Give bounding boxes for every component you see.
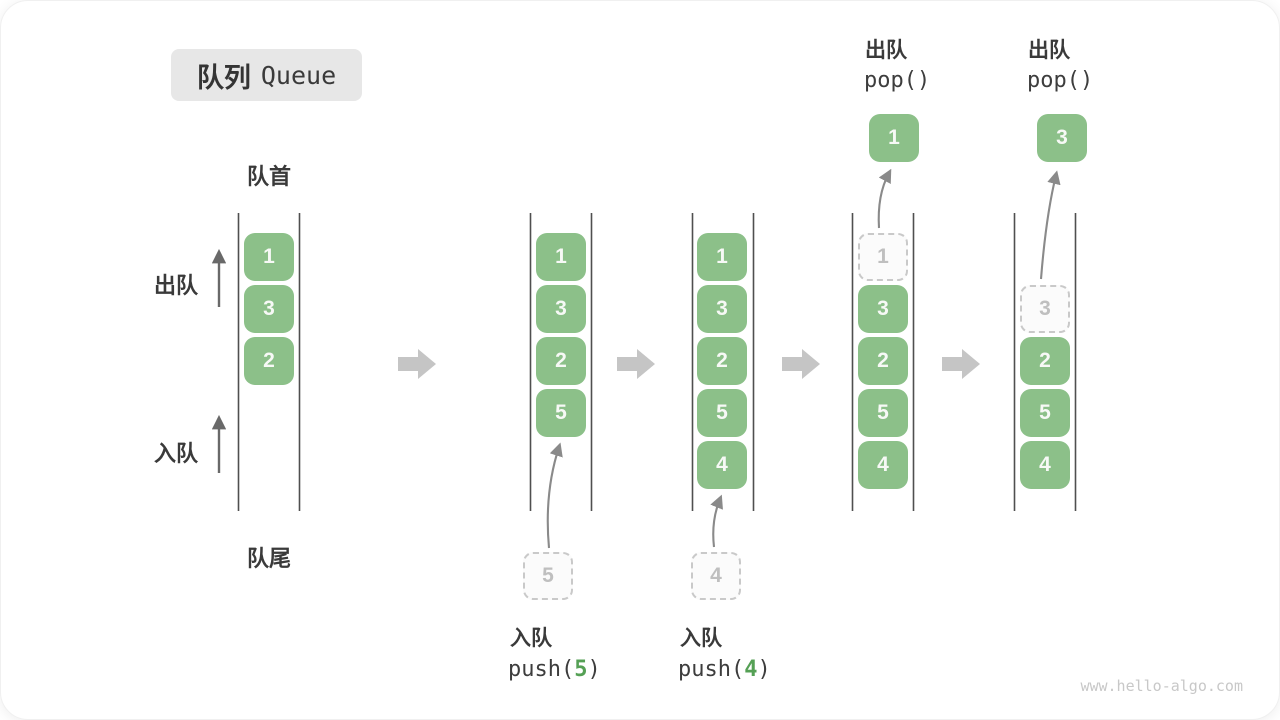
queue-cell: 5: [1020, 389, 1070, 437]
flow-arrow-icon: [942, 349, 980, 379]
push4-code: push(4): [678, 657, 771, 682]
queue-cell: 1: [536, 233, 586, 281]
title-zh: 队列: [196, 62, 251, 93]
incoming-cell-dashed: 4: [691, 552, 741, 600]
queue-walls: [237, 213, 1077, 511]
push-arrow-icon: [546, 442, 563, 549]
queue-cell: 1: [244, 233, 294, 281]
push5-fn: push(: [508, 657, 575, 682]
queue-cell: 3: [858, 285, 908, 333]
queue-cell: 3: [244, 285, 294, 333]
push5-label: 入队: [510, 627, 552, 650]
queue-cell: 4: [1020, 441, 1070, 489]
queue-front-label: 队首: [246, 164, 291, 189]
push5-arg: 5: [574, 657, 588, 682]
incoming-cell-dashed: 5: [523, 552, 573, 600]
watermark: www.hello-algo.com: [1080, 677, 1243, 695]
popped-cell: 1: [869, 114, 919, 162]
flow-arrow-icon: [398, 349, 436, 379]
queue-cell: 3: [697, 285, 747, 333]
pop1-code: pop(): [864, 68, 931, 93]
push5-close: ): [587, 657, 601, 682]
removed-cell-dashed: 3: [1020, 285, 1070, 333]
pop1-label: 出队: [865, 39, 907, 62]
queue-cell: 2: [858, 337, 908, 385]
title-badge: 队列 Queue: [171, 49, 362, 101]
pop2-label: 出队: [1028, 39, 1070, 62]
queue-cell: 5: [858, 389, 908, 437]
queue-cell: 1: [697, 233, 747, 281]
queue-cell: 2: [536, 337, 586, 385]
state-transition-arrows: [398, 349, 980, 379]
removed-cell-dashed: 1: [858, 233, 908, 281]
pop-arrow-icon: [1039, 170, 1061, 280]
operation-arrows: [546, 168, 1061, 549]
enqueue-side-label: 入队: [154, 441, 199, 466]
queue-cell: 4: [697, 441, 747, 489]
flow-arrow-icon: [782, 349, 820, 379]
push4-label: 入队: [680, 627, 722, 650]
queue-cell: 5: [536, 389, 586, 437]
push4-fn: push(: [678, 657, 745, 682]
popped-cell: 3: [1037, 114, 1087, 162]
push-arrow-icon: [710, 494, 723, 548]
queue-rear-label: 队尾: [246, 546, 291, 571]
push4-close: ): [757, 657, 771, 682]
pop-arrow-icon: [877, 168, 892, 229]
dequeue-side-label: 出队: [154, 273, 199, 298]
push4-arg: 4: [744, 657, 758, 682]
flow-arrow-icon: [617, 349, 655, 379]
pop2-code: pop(): [1027, 68, 1094, 93]
queue-cell: 2: [697, 337, 747, 385]
title-en: Queue: [260, 60, 337, 90]
push5-code: push(5): [508, 657, 601, 682]
queue-cell: 3: [536, 285, 586, 333]
queue-cell: 4: [858, 441, 908, 489]
queue-cell: 5: [697, 389, 747, 437]
queue-cell: 2: [1020, 337, 1070, 385]
queue-cell: 2: [244, 337, 294, 385]
